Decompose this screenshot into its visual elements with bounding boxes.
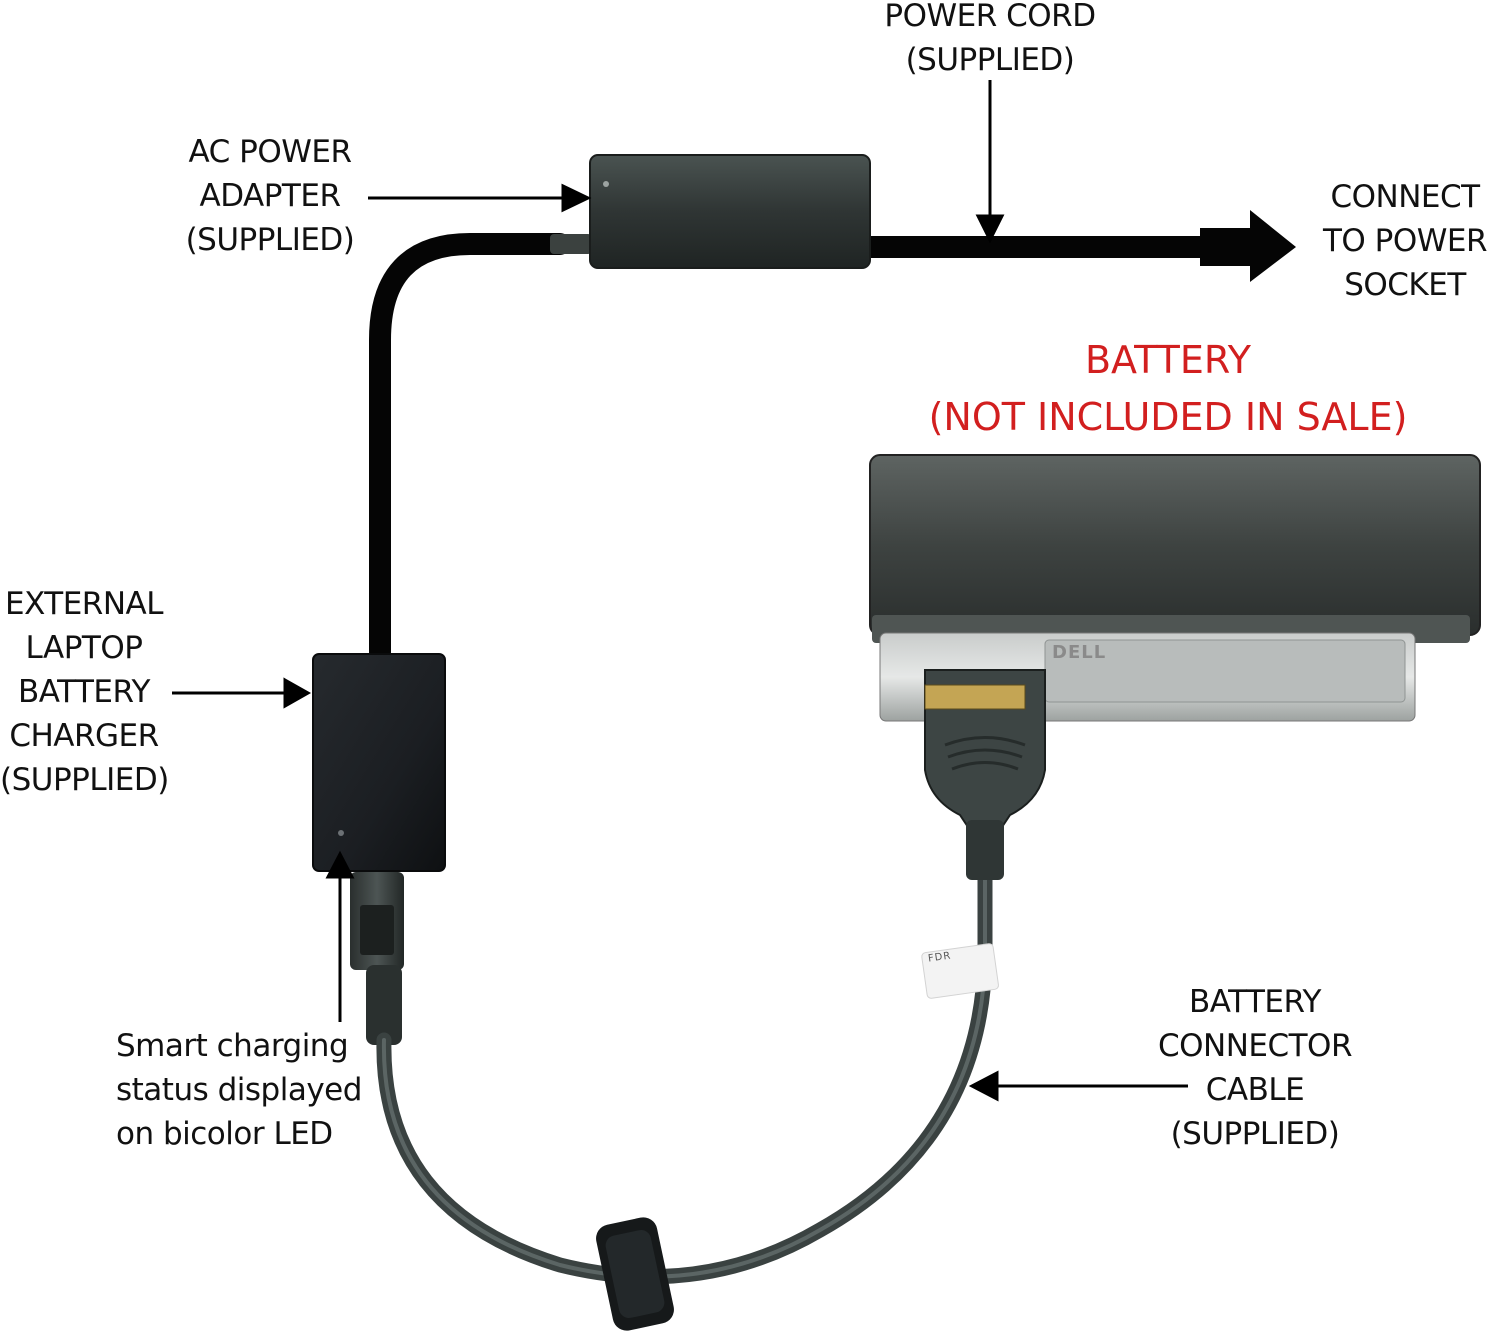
battery-connector-cable-sheen — [384, 860, 985, 1277]
connect-socket-label-line: SOCKET — [1310, 263, 1500, 307]
cable-tag — [921, 943, 999, 999]
ac-power-adapter — [590, 155, 870, 268]
charger-arrowhead — [285, 680, 308, 706]
adapter-strain-relief — [550, 234, 592, 254]
power-cord-label: POWER CORD (SUPPLIED) — [870, 0, 1110, 82]
battery-connector-pins — [925, 685, 1025, 709]
adapter-indicator — [603, 181, 609, 187]
battery-label: BATTERY (NOT INCLUDED IN SALE) — [900, 332, 1436, 446]
ac-adapter-label: AC POWER ADAPTER (SUPPLIED) — [160, 130, 380, 262]
battery-connector-cable — [384, 860, 985, 1277]
battery-pack — [870, 455, 1480, 635]
battery-connector-strain-relief — [966, 820, 1004, 880]
bicolor-led — [338, 830, 344, 836]
connect-socket-label-line: CONNECT — [1310, 175, 1500, 219]
power-cord-label-line: (SUPPLIED) — [870, 38, 1110, 82]
battery-cable-label-line: BATTERY — [1145, 980, 1365, 1024]
smart-charging-label-line: on bicolor LED — [116, 1112, 366, 1156]
connect-socket-label: CONNECT TO POWER SOCKET — [1310, 175, 1500, 307]
battery-cable-label-line: CABLE — [1145, 1068, 1365, 1112]
external-charger-label-line: (SUPPLIED) — [0, 758, 168, 802]
external-charger-label: EXTERNAL LAPTOP BATTERY CHARGER (SUPPLIE… — [0, 582, 168, 802]
charger-output-plug-ridge — [360, 905, 394, 955]
external-charger-label-line: CHARGER — [0, 714, 168, 758]
battery-cable-arrowhead — [972, 1073, 997, 1099]
battery-label-line: BATTERY — [900, 332, 1436, 389]
smart-charging-label-line: Smart charging — [116, 1024, 366, 1068]
battery-cable-label-line: CONNECTOR — [1145, 1024, 1365, 1068]
battery-cable-label-line: (SUPPLIED) — [1145, 1112, 1365, 1156]
smart-charging-label-line: status displayed — [116, 1068, 366, 1112]
external-charger-label-line: LAPTOP — [0, 626, 168, 670]
power-cord-label-line: POWER CORD — [870, 0, 1110, 38]
external-charger-label-line: BATTERY — [0, 670, 168, 714]
battery-cable-label: BATTERY CONNECTOR CABLE (SUPPLIED) — [1145, 980, 1365, 1156]
smart-charging-label: Smart charging status displayed on bicol… — [116, 1024, 366, 1156]
external-battery-charger — [313, 654, 445, 871]
battery-brand-logo: DELL — [1052, 642, 1106, 663]
external-charger-label-line: EXTERNAL — [0, 582, 168, 626]
ac-adapter-label-line: ADAPTER — [160, 174, 380, 218]
battery-label-line: (NOT INCLUDED IN SALE) — [900, 389, 1436, 446]
power-socket-arrowhead — [1200, 210, 1296, 282]
connect-socket-label-line: TO POWER — [1310, 219, 1500, 263]
ac-adapter-label-line: AC POWER — [160, 130, 380, 174]
adapter-to-charger-cable — [380, 244, 560, 660]
ac-adapter-label-line: (SUPPLIED) — [160, 218, 380, 262]
ac-adapter-arrowhead — [563, 186, 588, 210]
